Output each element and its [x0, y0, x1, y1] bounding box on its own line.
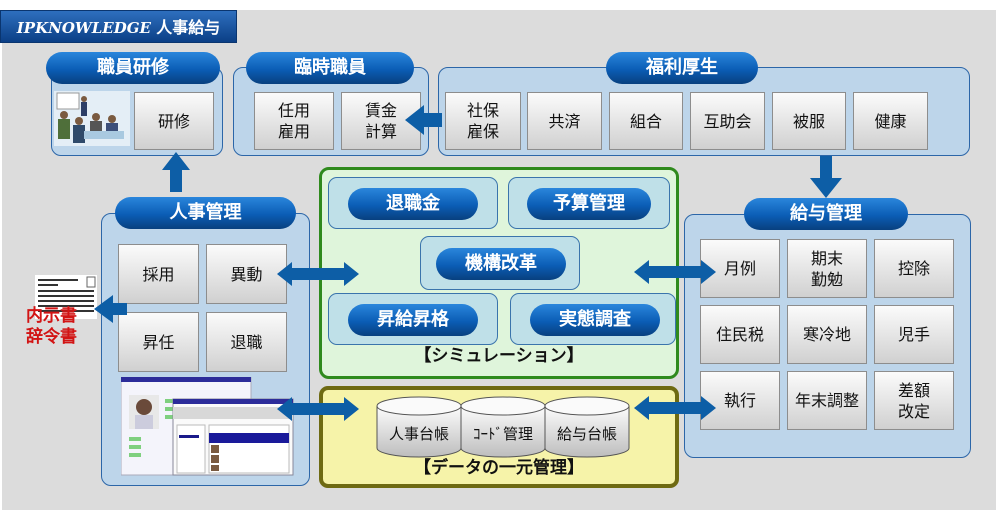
tile-union[interactable]: 組合	[609, 92, 683, 150]
db-label: 人事台帳	[388, 425, 449, 443]
welfare-title: 福利厚生	[606, 52, 758, 84]
sim-budget[interactable]: 予算管理	[527, 188, 651, 220]
tile-health[interactable]: 健康	[853, 92, 928, 150]
tile-monthly[interactable]: 月例	[700, 239, 780, 298]
training-title: 職員研修	[46, 52, 220, 84]
db-label: ｺｰﾄﾞ管理	[472, 425, 533, 443]
tile-appointment[interactable]: 任用 雇用	[254, 92, 334, 150]
tile-bonus[interactable]: 期末 勤勉	[787, 239, 867, 298]
db-label: 給与台帳	[556, 425, 617, 443]
personnel-screens-image	[120, 376, 296, 477]
document-icon	[35, 275, 97, 319]
tile-promotion[interactable]: 昇任	[118, 312, 199, 372]
tile-resident-tax[interactable]: 住民税	[700, 305, 780, 364]
app-title-bar: IPKNOWLEDGE 人事給与	[0, 10, 237, 43]
jirei-label: 辞令書	[26, 327, 77, 347]
tile-training[interactable]: 研修	[134, 92, 214, 150]
db-code-management[interactable]: ｺｰﾄﾞ管理	[460, 396, 546, 458]
tile-retro-pay[interactable]: 差額 改定	[874, 371, 954, 430]
tile-retirement[interactable]: 退職	[206, 312, 287, 372]
meeting-illustration-icon	[54, 91, 130, 146]
tile-execution[interactable]: 執行	[700, 371, 780, 430]
tile-child-allowance[interactable]: 児手	[874, 305, 954, 364]
tile-hiring[interactable]: 採用	[118, 244, 199, 304]
data-management-label: 【データの一元管理】	[414, 458, 584, 478]
document-labels: 内示書 辞令書	[26, 306, 77, 348]
tile-social-insurance[interactable]: 社保 雇保	[445, 92, 521, 150]
tile-deduction[interactable]: 控除	[874, 239, 954, 298]
tile-year-end[interactable]: 年末調整	[787, 371, 867, 430]
sim-salary-raise[interactable]: 昇給昇格	[348, 304, 478, 336]
sim-survey[interactable]: 実態調査	[530, 304, 660, 336]
tile-transfer[interactable]: 異動	[206, 244, 287, 304]
tile-uniform[interactable]: 被服	[772, 92, 846, 150]
simulation-panel: 退職金 予算管理 機構改革 昇給昇格 実態調査 【シミュレーション】	[319, 167, 679, 379]
tile-wage-calc[interactable]: 賃金 計算	[341, 92, 421, 150]
tile-mutual-aid[interactable]: 共済	[527, 92, 602, 150]
sim-retirement-allowance[interactable]: 退職金	[348, 188, 478, 220]
payroll-title: 給与管理	[744, 198, 908, 230]
simulation-label: 【シミュレーション】	[414, 346, 584, 366]
db-payroll-ledger[interactable]: 給与台帳	[544, 396, 630, 458]
naiji-label: 内示書	[26, 306, 77, 326]
hr-title: 人事管理	[115, 197, 296, 229]
temp-staff-title: 臨時職員	[246, 52, 414, 84]
sim-reorganization[interactable]: 機構改革	[436, 248, 566, 280]
db-personnel-ledger[interactable]: 人事台帳	[376, 396, 462, 458]
brand-name: IPKNOWLEDGE	[16, 19, 151, 37]
app-title: 人事給与	[156, 18, 221, 37]
tile-cold-region[interactable]: 寒冷地	[787, 305, 867, 364]
tile-mutual-assoc[interactable]: 互助会	[690, 92, 765, 150]
data-management-panel: 人事台帳 ｺｰﾄﾞ管理 給与台帳 【データの一元管理】	[319, 386, 679, 488]
